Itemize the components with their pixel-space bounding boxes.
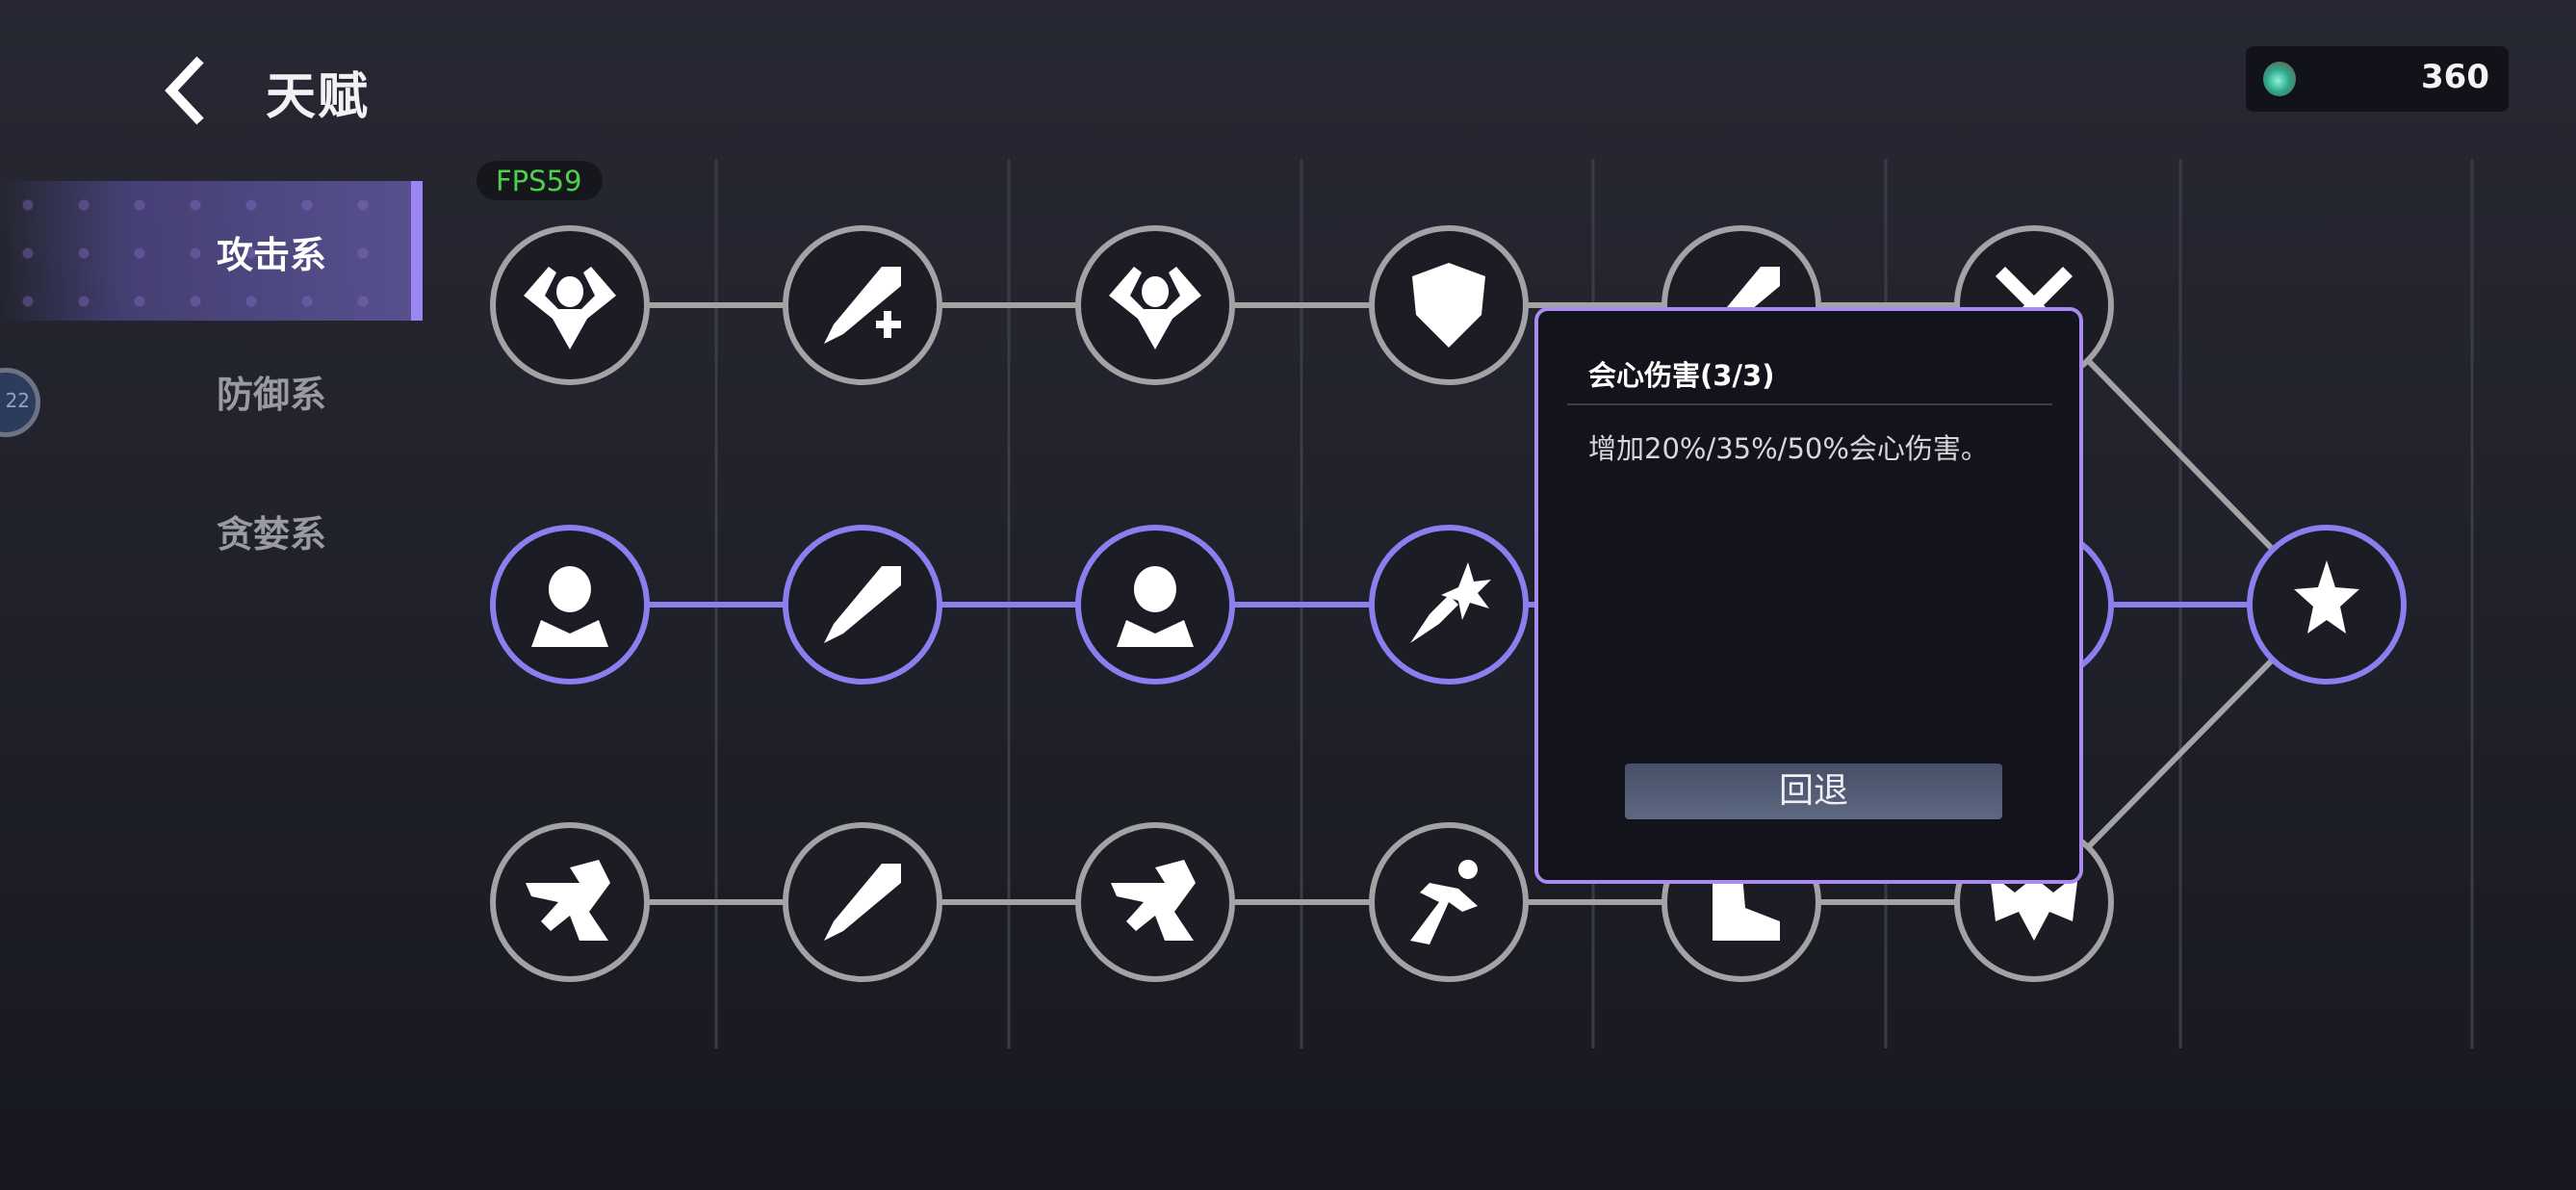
fps-text: FPS59	[496, 165, 582, 197]
tooltip-divider	[1567, 403, 2052, 405]
talent-node[interactable]	[1075, 225, 1235, 385]
currency-display: 360	[2246, 46, 2509, 112]
page-title: 天赋	[266, 68, 371, 126]
talent-node[interactable]	[783, 225, 942, 385]
talent-node[interactable]	[1369, 225, 1529, 385]
sword-slash-icon	[824, 566, 901, 643]
talent-node[interactable]	[783, 525, 942, 685]
sword-dash-icon	[824, 864, 901, 941]
crossed-shield-icon	[1412, 263, 1485, 348]
tab-attack[interactable]: 攻击系	[0, 181, 423, 321]
talent-node[interactable]	[2247, 525, 2407, 685]
tab-label: 贪婪系	[217, 513, 327, 556]
fps-badge: FPS59	[477, 161, 603, 200]
dash-figure-icon	[526, 860, 610, 941]
back-button[interactable]	[162, 56, 210, 125]
tooltip-title: 会心伤害(3/3)	[1588, 359, 1775, 392]
talent-node[interactable]	[1369, 822, 1529, 982]
hero-star-icon	[531, 566, 608, 647]
currency-value: 360	[2421, 58, 2489, 96]
revert-button[interactable]: 回退	[1625, 763, 2002, 819]
shield-figure-icon	[1109, 267, 1201, 349]
sword-plus-icon	[824, 267, 901, 344]
chevron-left-icon	[165, 56, 204, 125]
triple-star-icon	[2294, 560, 2359, 634]
bat-icon	[1990, 873, 2078, 941]
talent-node[interactable]	[1075, 822, 1235, 982]
talent-node[interactable]	[783, 822, 942, 982]
tooltip-description: 增加20%/35%/50%会心伤害。	[1588, 432, 1989, 465]
tab-greed[interactable]: 贪婪系	[0, 460, 423, 600]
sword-burst-icon	[1410, 562, 1491, 643]
talent-tooltip: 会心伤害(3/3) 增加20%/35%/50%会心伤害。 回退	[1534, 307, 2083, 884]
talent-node[interactable]	[490, 525, 650, 685]
talent-node[interactable]	[490, 822, 650, 982]
running-icon	[1410, 860, 1478, 944]
tab-label: 攻击系	[217, 234, 327, 276]
talent-node[interactable]	[1075, 525, 1235, 685]
hero-star-icon	[1117, 566, 1194, 647]
talent-node[interactable]	[1369, 525, 1529, 685]
shield-figure-icon	[524, 267, 616, 349]
talent-node[interactable]	[490, 225, 650, 385]
tab-defense[interactable]: 防御系	[0, 321, 423, 460]
tab-label: 防御系	[217, 374, 327, 416]
dash-figure-icon	[1111, 860, 1196, 941]
gem-icon	[2263, 62, 2296, 96]
orb-text: 22	[5, 389, 30, 412]
